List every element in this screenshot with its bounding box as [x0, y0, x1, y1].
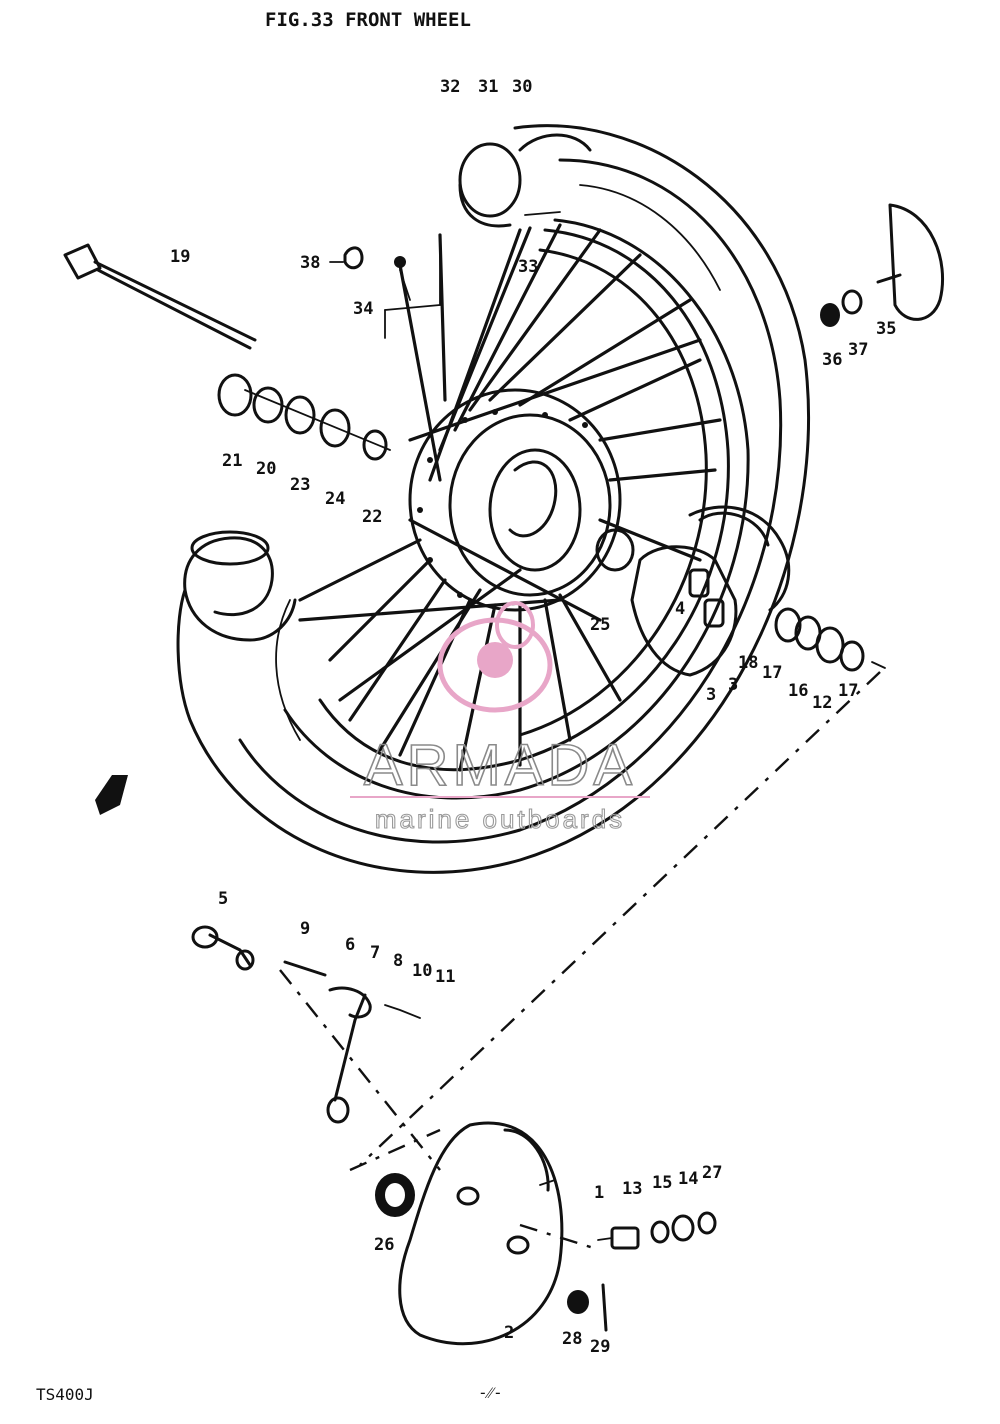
callout-11: 11 [435, 967, 455, 987]
armada-watermark-logo: ARMADA marine outboards [350, 601, 650, 835]
speedometer-drive-drawing [567, 1211, 717, 1332]
watermark-brand: ARMADA [364, 733, 636, 798]
callout-22: 22 [362, 507, 382, 527]
callout-17-right: 17 [838, 681, 858, 701]
callout-12: 12 [812, 693, 832, 713]
brake-shoe-drawing [630, 505, 886, 677]
callout-18: 18 [738, 653, 758, 673]
callout-25: 25 [590, 615, 610, 635]
callout-29: 29 [590, 1337, 610, 1357]
callout-21: 21 [222, 451, 242, 471]
callout-10: 10 [412, 961, 432, 981]
callout-4: 4 [675, 599, 685, 619]
callout-20: 20 [256, 459, 276, 479]
callout-24: 24 [325, 489, 345, 509]
callout-9: 9 [300, 919, 310, 939]
tube-valve-drawing [458, 133, 592, 228]
brake-cam-lever-drawing [191, 925, 421, 1124]
speedometer-gear-drawing [820, 203, 945, 327]
callout-37: 37 [848, 340, 868, 360]
callout-14: 14 [678, 1169, 698, 1189]
callout-16: 16 [788, 681, 808, 701]
callout-31: 31 [478, 77, 498, 97]
callout-3-left: 3 [706, 685, 716, 705]
callout-2: 2 [504, 1323, 514, 1343]
brake-panel-drawing [375, 1121, 564, 1346]
watermark-tagline: marine outboards [375, 804, 625, 834]
figure-title: FIG.33 FRONT WHEEL [265, 9, 471, 31]
callout-38: 38 [300, 253, 320, 273]
left-axle-parts-drawing [217, 373, 391, 461]
spokes-drawing [298, 223, 722, 772]
callout-33: 33 [518, 257, 538, 277]
callout-30: 30 [512, 77, 532, 97]
assembly-lines [279, 671, 881, 1252]
callout-8: 8 [393, 951, 403, 971]
spoke-nipple-parts-drawing [329, 244, 441, 339]
callout-32: 32 [440, 77, 460, 97]
callout-19: 19 [170, 247, 190, 267]
callout-35: 35 [876, 319, 896, 339]
callout-7: 7 [370, 943, 380, 963]
model-code: TS400J [36, 1385, 94, 1404]
callout-3-right: 3 [728, 675, 738, 695]
hub-drawing [408, 388, 635, 612]
callout-15: 15 [652, 1173, 672, 1193]
callout-6: 6 [345, 935, 355, 955]
callout-34: 34 [353, 299, 373, 319]
front-axle-drawing [63, 243, 257, 350]
callout-28: 28 [562, 1329, 582, 1349]
callout-27: 27 [702, 1163, 722, 1183]
callout-17-left: 17 [762, 663, 782, 683]
callout-23: 23 [290, 475, 310, 495]
callout-36: 36 [822, 350, 842, 370]
page-mark: -⁄⁄- [478, 1383, 503, 1402]
watermark-swirl [437, 617, 553, 713]
callout-13: 13 [622, 1179, 642, 1199]
callout-1: 1 [594, 1183, 604, 1203]
tire-drawing [176, 124, 810, 874]
rim-drawing [318, 228, 730, 772]
direction-arrow [95, 775, 128, 815]
callout-5: 5 [218, 889, 228, 909]
callout-labels: 32 31 30 33 38 34 19 21 20 23 24 22 35 3… [170, 77, 896, 1357]
callout-26: 26 [374, 1235, 394, 1255]
